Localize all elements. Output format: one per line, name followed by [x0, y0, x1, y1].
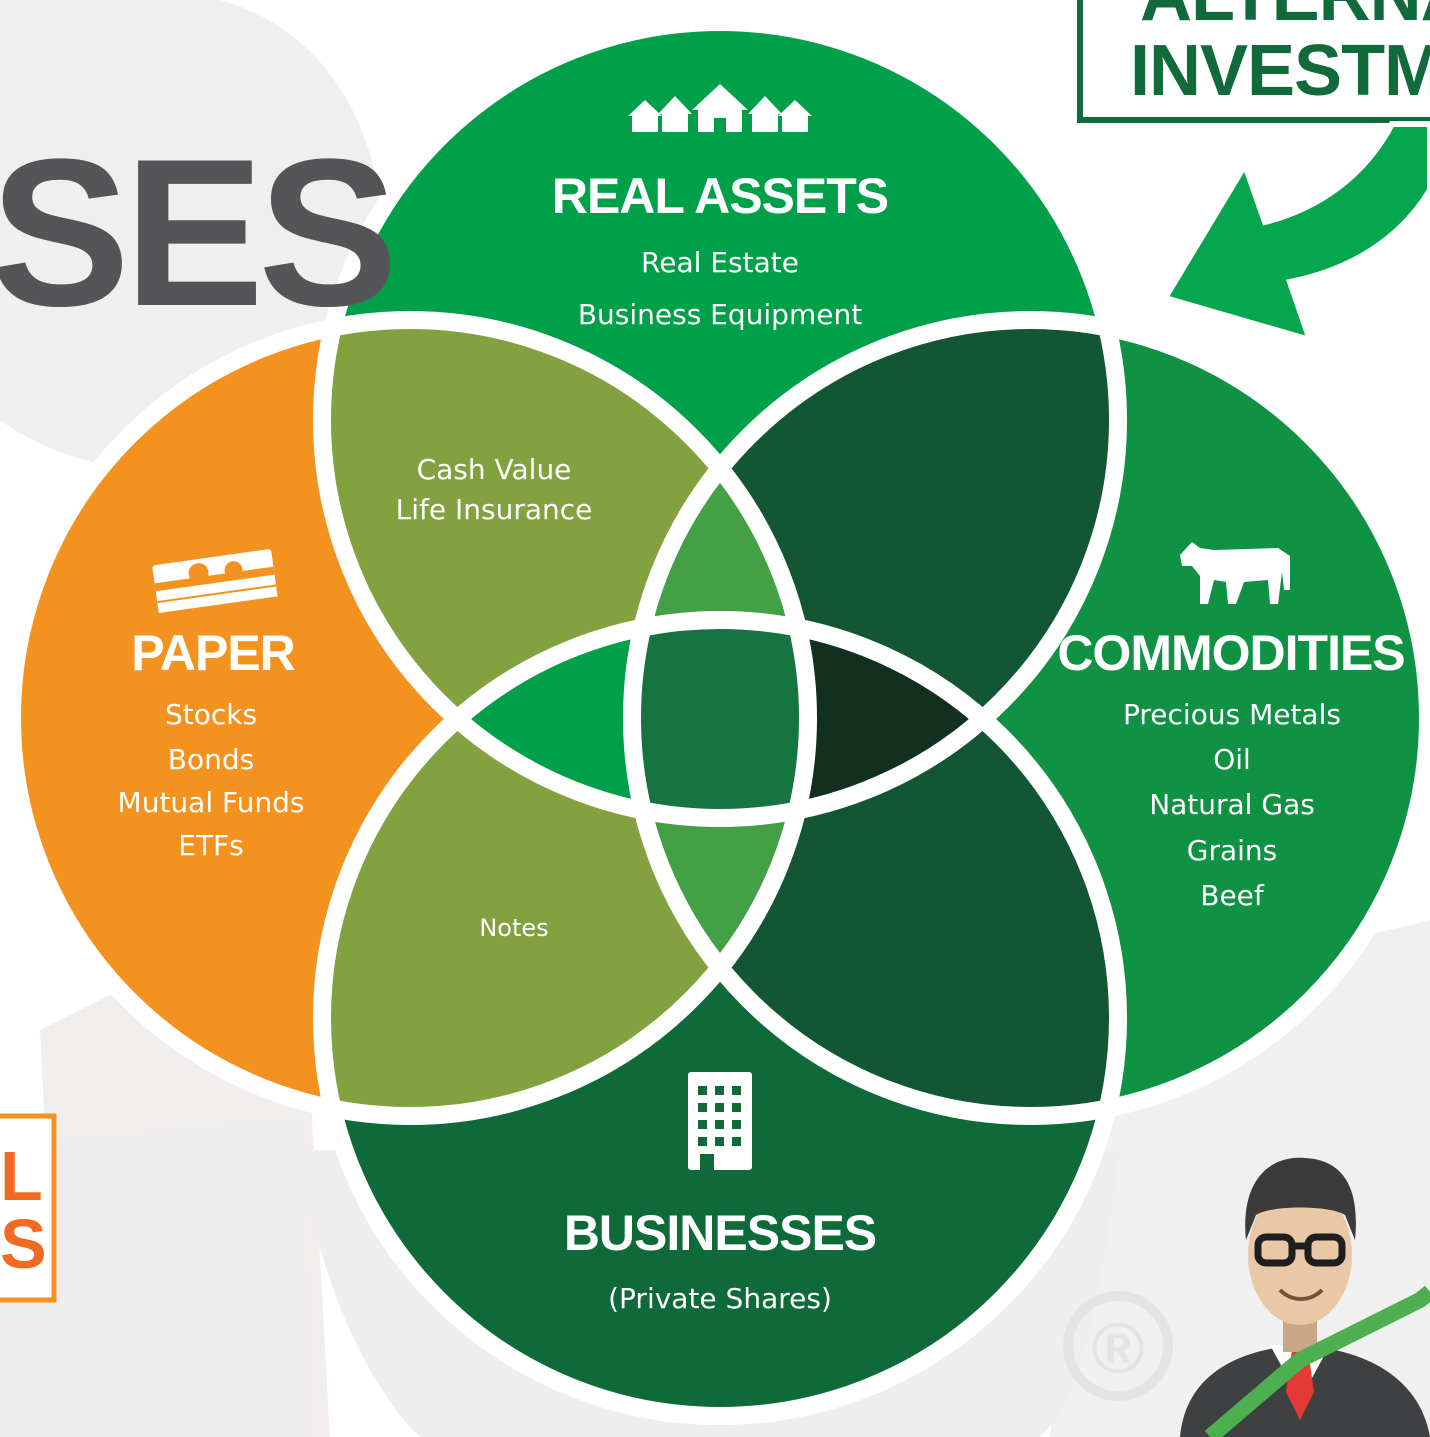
commodities-item: Oil [1213, 743, 1251, 776]
orange-badge-line2: S [0, 1205, 47, 1283]
businessman-icon [1180, 1157, 1430, 1437]
alt-investment-badge: ALTERNATIV INVESTMENT [1077, 0, 1430, 345]
real-assets-item: Business Equipment [578, 298, 862, 331]
office-building-icon [688, 1072, 752, 1170]
paper-title: PAPER [131, 625, 295, 681]
houses-icon [628, 84, 812, 132]
commodities-item: Natural Gas [1149, 788, 1315, 821]
businesses-title: BUSINESSES [564, 1205, 876, 1261]
registered-watermark: ® [1063, 1291, 1173, 1401]
alt-badge-line2: INVESTMENT [1130, 31, 1430, 111]
orange-badge-line1: L [0, 1137, 43, 1215]
real-assets-title: REAL ASSETS [552, 168, 888, 224]
alt-badge-line1: ALTERNATIV [1140, 0, 1430, 36]
overlap-label-notes: Notes [479, 914, 548, 942]
commodities-item: Precious Metals [1123, 698, 1341, 731]
real-assets-block: REAL ASSETS Real Estate Business Equipme… [552, 84, 889, 331]
real-assets-item: Real Estate [641, 246, 799, 279]
cow-icon [1180, 542, 1290, 604]
businesses-item: (Private Shares) [608, 1282, 832, 1315]
paper-item: Mutual Funds [118, 786, 305, 819]
overlap-label-cash-value: Cash Value [417, 453, 572, 486]
side-heading-fragment: SES [0, 115, 392, 350]
commodities-title: COMMODITIES [1057, 625, 1404, 681]
paper-item: ETFs [178, 829, 244, 862]
paper-block: PAPER Stocks Bonds Mutual Funds ETFs [118, 549, 305, 862]
commodities-block: COMMODITIES Precious Metals Oil Natural … [1057, 542, 1406, 912]
money-stack-icon [152, 549, 278, 614]
commodities-item: Grains [1187, 834, 1277, 867]
overlap-label-life-insurance: Life Insurance [396, 493, 593, 526]
commodities-item: Beef [1200, 879, 1265, 912]
businesses-block: BUSINESSES (Private Shares) [564, 1072, 877, 1315]
venn-outlines [3, 13, 1430, 1425]
watermark-text: ® [1091, 1309, 1144, 1389]
curved-arrow-icon [1160, 121, 1430, 345]
paper-item: Bonds [168, 743, 254, 776]
orange-badge: L S [0, 1113, 57, 1303]
paper-item: Stocks [165, 698, 257, 731]
